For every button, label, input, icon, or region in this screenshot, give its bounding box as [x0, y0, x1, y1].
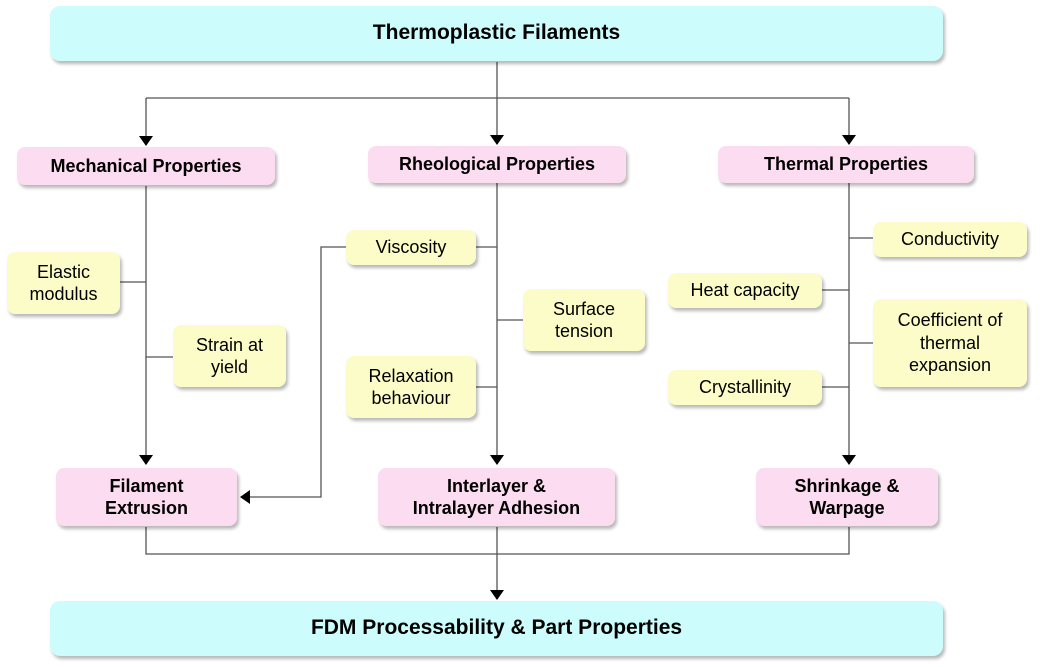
node-label: Shrinkage & Warpage	[794, 475, 900, 519]
node-label: Interlayer & Intralayer Adhesion	[412, 475, 581, 519]
node-crystallinity: Crystallinity	[668, 370, 822, 405]
node-mechanical-properties: Mechanical Properties	[17, 147, 275, 185]
node-coefficient-thermal-expansion: Coefficient of thermal expansion	[873, 299, 1027, 387]
node-elastic-modulus: Elastic modulus	[7, 252, 120, 314]
node-rheological-properties: Rheological Properties	[368, 146, 626, 183]
node-label: Conductivity	[900, 229, 1000, 250]
node-label: Thermal Properties	[763, 154, 929, 175]
node-label: Thermoplastic Filaments	[372, 21, 621, 45]
node-label: Heat capacity	[690, 280, 800, 301]
node-label: Coefficient of thermal expansion	[897, 310, 1003, 376]
node-label: Filament Extrusion	[104, 475, 188, 519]
node-strain-at-yield: Strain at yield	[173, 325, 286, 387]
node-conductivity: Conductivity	[873, 222, 1027, 257]
node-heat-capacity: Heat capacity	[668, 273, 822, 308]
node-shrinkage-warpage: Shrinkage & Warpage	[756, 468, 938, 526]
node-label: Surface tension	[552, 298, 616, 342]
node-interlayer-adhesion: Interlayer & Intralayer Adhesion	[378, 468, 615, 526]
node-label: Viscosity	[375, 237, 447, 258]
node-viscosity: Viscosity	[346, 230, 476, 265]
node-label: Mechanical Properties	[50, 155, 242, 176]
node-label: Strain at yield	[195, 334, 264, 378]
node-thermal-properties: Thermal Properties	[718, 146, 974, 183]
node-label: Elastic modulus	[29, 261, 98, 305]
node-filament-extrusion: Filament Extrusion	[56, 468, 237, 526]
node-label: FDM Processability & Part Properties	[310, 616, 683, 640]
node-label: Relaxation behaviour	[368, 365, 454, 409]
node-relaxation-behaviour: Relaxation behaviour	[346, 356, 476, 418]
node-label: Crystallinity	[698, 377, 791, 398]
node-label: Rheological Properties	[398, 154, 596, 175]
node-thermoplastic-filaments: Thermoplastic Filaments	[50, 6, 943, 61]
node-surface-tension: Surface tension	[523, 289, 645, 351]
arrow-viscosity-to-extrusion	[240, 246, 346, 504]
node-fdm-processability: FDM Processability & Part Properties	[50, 601, 943, 656]
